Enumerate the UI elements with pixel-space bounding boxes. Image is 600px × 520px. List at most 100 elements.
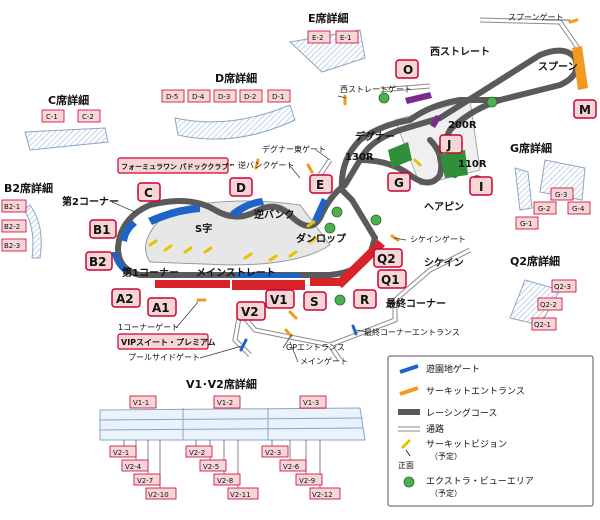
stand-chicane-red xyxy=(335,240,385,288)
label-spoon-gate: スプーンゲート xyxy=(508,12,564,22)
v-label-v1-3: V1-3 xyxy=(299,395,327,409)
block-label-g-2: G-2 xyxy=(533,201,557,215)
svg-text:（予定）: （予定） xyxy=(430,488,462,498)
block-label-q2-3: Q2-3 xyxy=(551,279,577,293)
stand-badge-v2: V2 xyxy=(236,301,266,321)
svg-text:Q2-2: Q2-2 xyxy=(540,301,557,309)
v-label-v2-12: V2-12 xyxy=(309,487,341,500)
label-s-curve: S字 xyxy=(195,222,212,235)
block-label-d-5: D-5 xyxy=(161,89,185,103)
v-label-v2-5: V2-5 xyxy=(199,459,227,472)
v-label-v2-11: V2-11 xyxy=(227,487,259,500)
e-detail-title: E席詳細 xyxy=(308,11,349,25)
svg-text:C-1: C-1 xyxy=(46,113,58,121)
stand-m-orange xyxy=(572,46,588,90)
stand-badge-j: J xyxy=(439,134,463,154)
label-dunlop: ダンロップ xyxy=(296,232,347,245)
grandstands xyxy=(112,46,588,290)
d-detail-title: D席詳細 xyxy=(215,71,257,85)
block-label-q2-1: Q2-1 xyxy=(531,317,557,331)
svg-text:B2-3: B2-3 xyxy=(4,242,20,250)
svg-text:I: I xyxy=(479,180,483,194)
place-labels: スプーンゲート 西ストレート 西ストレートゲート スプーン 200R デグナー … xyxy=(62,12,578,366)
v-label-v2-4: V2-4 xyxy=(121,459,149,472)
svg-text:D-4: D-4 xyxy=(192,93,205,101)
label-gp-entrance: GPエントランス xyxy=(286,343,345,352)
svg-text:A2: A2 xyxy=(116,292,134,306)
block-label-b2-2: B2-2 xyxy=(1,219,27,233)
stand-d-blue xyxy=(230,198,264,218)
label-degner-east-gate: デグナー東ゲート xyxy=(262,144,326,154)
v-label-v1-2: V1-2 xyxy=(213,395,241,409)
label-chicane: シケイン xyxy=(424,257,464,269)
svg-text:エクストラ・ビューエリア: エクストラ・ビューエリア xyxy=(426,476,534,487)
svg-text:V2-9: V2-9 xyxy=(299,477,315,485)
stand-badge-s: S xyxy=(303,291,327,311)
stand-badge-o: O xyxy=(395,59,419,79)
stand-chicane-red-2 xyxy=(310,278,340,286)
v-sub-labels: V2-1 V2-4 V2-7 V2-10 V2-2 V2-5 V2-8 V2-1… xyxy=(109,445,341,500)
v-label-v2-7: V2-7 xyxy=(133,473,161,486)
legend-circuit-vision: サーキットビジョン（予定）正面 xyxy=(398,438,507,470)
stand-badge-c: C xyxy=(137,182,161,202)
stand-badge-a1: A1 xyxy=(147,297,177,317)
block-labels: E-2 E-1 D-5 D-4 D-3 D-2 D-1 C-1 C-2 B2-1… xyxy=(1,30,591,331)
passages-inner xyxy=(233,18,580,361)
label-west-straight-gate: 西ストレートゲート xyxy=(340,84,412,94)
v-top-labels: V1-1 V1-2 V1-3 xyxy=(129,395,327,409)
legend-circuit-entrance: サーキットエントランス xyxy=(399,386,525,397)
svg-text:G-3: G-3 xyxy=(555,191,567,199)
block-label-b2-3: B2-3 xyxy=(1,238,27,252)
svg-text:D: D xyxy=(236,181,246,195)
svg-text:V2-6: V2-6 xyxy=(283,463,300,471)
block-label-c-1: C-1 xyxy=(41,109,65,123)
svg-text:V2-10: V2-10 xyxy=(148,491,169,499)
b2-detail xyxy=(23,204,42,259)
svg-text:サーキットビジョン: サーキットビジョン xyxy=(426,439,507,450)
v-label-v2-9: V2-9 xyxy=(295,473,323,486)
legend-extra-view-area: エクストラ・ビューエリア（予定） xyxy=(403,476,534,498)
gate-marks xyxy=(196,18,579,352)
svg-text:V1-3: V1-3 xyxy=(303,399,319,407)
label-second-corner: 第2コーナー xyxy=(62,195,119,208)
label-reverse-bank-gate: 逆バンクゲート xyxy=(238,160,294,170)
d-detail xyxy=(174,104,296,140)
stand-e-blue xyxy=(312,198,328,223)
legend-park-gate: 遊園地ゲート xyxy=(399,363,480,375)
svg-text:V1-2: V1-2 xyxy=(217,399,233,407)
stand-j-purple xyxy=(430,115,441,128)
c-detail-title: C席詳細 xyxy=(48,93,89,107)
svg-text:B2: B2 xyxy=(89,255,107,269)
svg-text:Q2-3: Q2-3 xyxy=(554,283,571,291)
stand-badge-a2: A2 xyxy=(111,288,141,308)
v-label-v2-1: V2-1 xyxy=(109,445,137,458)
svg-text:V2: V2 xyxy=(241,305,259,319)
svg-text:V2-12: V2-12 xyxy=(312,491,333,499)
svg-text:Q1: Q1 xyxy=(381,273,400,287)
stand-main-red xyxy=(155,280,230,288)
svg-text:D-3: D-3 xyxy=(218,93,230,101)
label-hairpin: ヘアピン xyxy=(424,201,464,213)
svg-text:D-1: D-1 xyxy=(272,93,284,101)
stand-badges: O J G I M C D E B1 B2 A2 A1 V2 V1 S R Q1… xyxy=(85,59,597,350)
label-main-straight: メインストレート xyxy=(196,267,276,279)
svg-text:C: C xyxy=(144,186,153,200)
c-detail xyxy=(24,127,109,151)
stand-badge-formula-paddock: フォーミュラワン パドッククラブ™ xyxy=(117,157,235,174)
stand-badge-b1: B1 xyxy=(89,219,117,239)
block-label-g-1: G-1 xyxy=(515,216,539,230)
svg-text:V2-2: V2-2 xyxy=(189,449,205,457)
block-label-g-3: G-3 xyxy=(550,187,574,201)
svg-text:M: M xyxy=(579,103,591,117)
svg-text:通路: 通路 xyxy=(426,423,444,435)
legend-racing-course: レーシングコース xyxy=(398,407,497,419)
v-detail: V1･V2席詳細 V1-1 V1-2 V1-3 V2-1 V2-4 V2-7 V… xyxy=(99,377,366,500)
svg-text:E-1: E-1 xyxy=(340,34,351,42)
svg-text:G: G xyxy=(394,176,404,190)
svg-text:レーシングコース: レーシングコース xyxy=(426,407,497,419)
v-label-v2-3: V2-3 xyxy=(261,445,289,458)
block-label-b2-1: B2-1 xyxy=(1,199,27,213)
svg-text:B2-2: B2-2 xyxy=(4,223,20,231)
